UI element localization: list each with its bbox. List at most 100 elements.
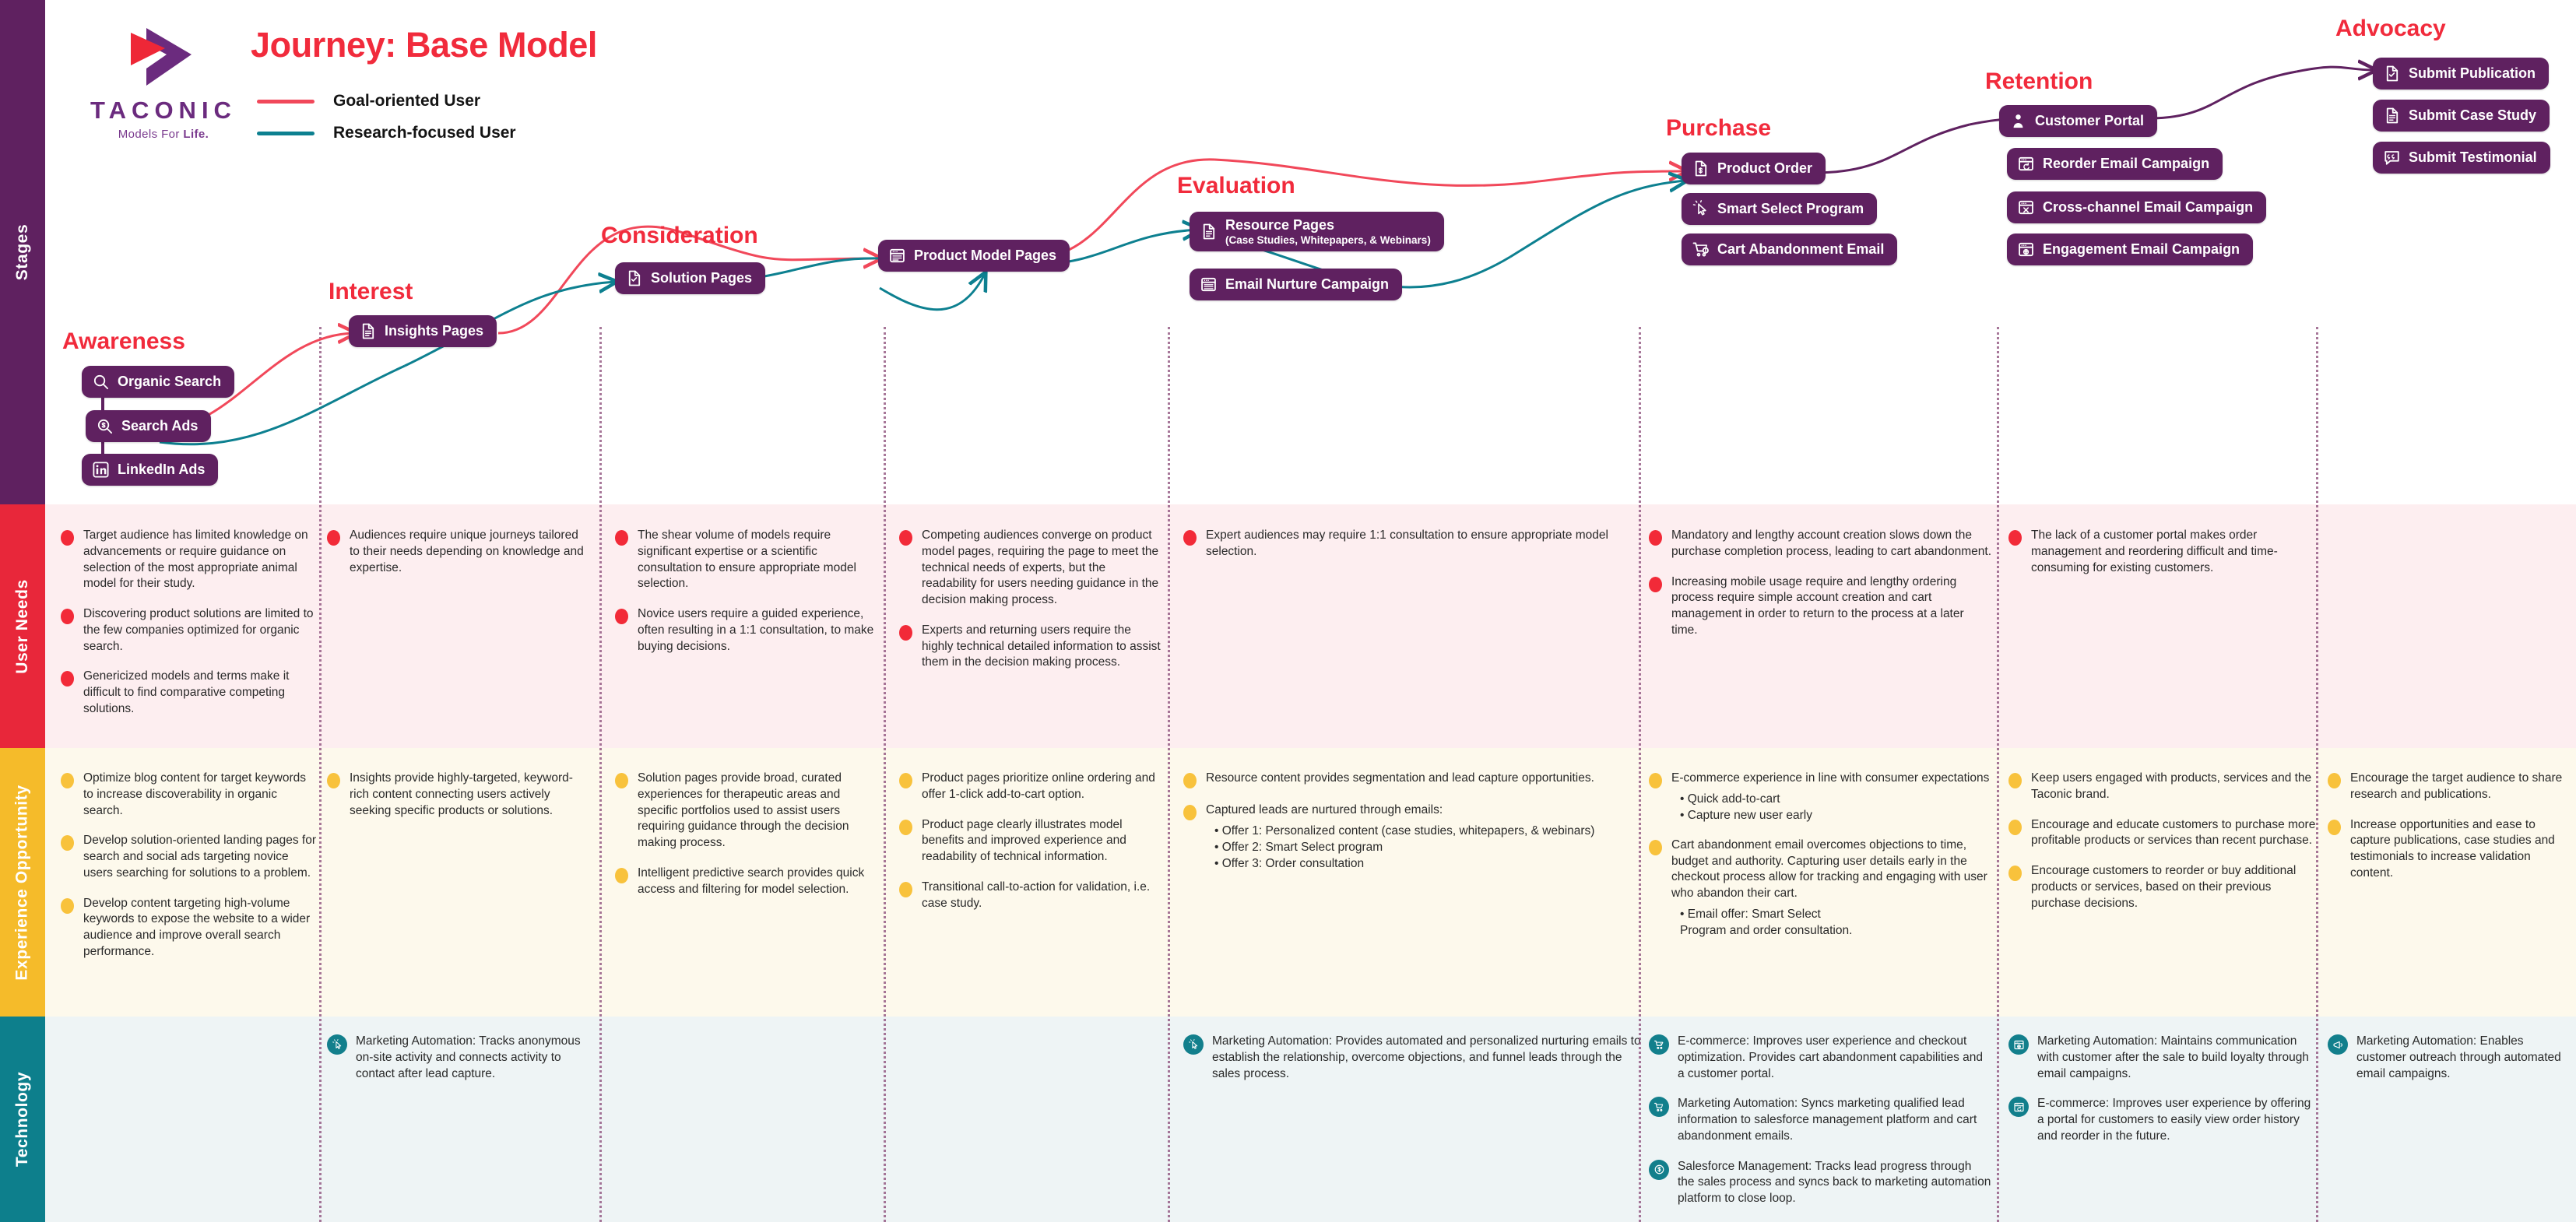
stage-title-interest: Interest: [329, 279, 413, 304]
experience-opportunity-text: Keep users engaged with products, servic…: [2031, 771, 2312, 801]
user-need-item: Experts and returning users require the …: [899, 623, 1164, 671]
technology-text: Salesforce Management: Tracks lead progr…: [1678, 1159, 1991, 1206]
journey-node-submit-testimonial[interactable]: Submit Testimonial: [2373, 142, 2550, 174]
experience-opportunity-column-6: E-commerce experience in line with consu…: [1649, 771, 1991, 939]
stage-title-evaluation: Evaluation: [1177, 173, 1295, 198]
user-need-item: The shear volume of models require signi…: [615, 528, 880, 592]
bullet-dot-icon: [2008, 866, 2022, 882]
experience-opportunity-item: Solution pages provide broad, curated ex…: [615, 771, 880, 852]
stage-rail: Stages User Needs Experience Opportunity…: [0, 0, 45, 1222]
user-need-text: Discovering product solutions are limite…: [83, 607, 314, 653]
experience-opportunity-column-2: Insights provide highly-targeted, keywor…: [327, 771, 584, 819]
user-need-item: Discovering product solutions are limite…: [61, 606, 318, 655]
journey-node-label: Cross-channel Email Campaign: [2043, 199, 2254, 215]
experience-opportunity-text: Insights provide highly-targeted, keywor…: [350, 771, 573, 817]
experience-opportunity-subitem: • Offer 3: Order consultation: [1214, 856, 1365, 870]
email-window-icon: [1200, 276, 1218, 293]
journey-node-resource-pages[interactable]: Resource Pages(Case Studies, Whitepapers…: [1190, 212, 1444, 251]
technology-column-6: E-commerce: Improves user experience and…: [1649, 1034, 1991, 1207]
technology-text: E-commerce: Improves user experience by …: [2037, 1097, 2311, 1143]
technology-text: Marketing Automation: Enables customer o…: [2356, 1034, 2561, 1080]
journey-node-label: LinkedIn Ads: [118, 462, 206, 477]
bullet-dot-icon: [1649, 576, 1662, 592]
experience-opportunity-subitem: • Offer 2: Smart Select program: [1214, 840, 1383, 854]
technology-item: Marketing Automation: Tracks anonymous o…: [327, 1034, 584, 1082]
bullet-dot-icon: [899, 530, 912, 546]
stage-title-advocacy: Advocacy: [2335, 16, 2446, 41]
experience-opportunity-item: Develop solution-oriented landing pages …: [61, 833, 318, 881]
journey-node-search-ads[interactable]: Search Ads: [86, 410, 212, 442]
rail-label-user-needs: User Needs: [0, 504, 45, 748]
quote-bubble-icon: [2383, 149, 2401, 167]
rail-text-technology: Technology: [13, 1071, 31, 1168]
journey-node-insights-pages[interactable]: Insights Pages: [349, 315, 497, 347]
journey-node-linkedin-ads[interactable]: LinkedIn Ads: [82, 454, 219, 486]
experience-opportunity-text: Captured leads are nurtured through emai…: [1206, 803, 1443, 816]
cursor-click-icon: [327, 1034, 347, 1055]
megaphone-icon: [2328, 1034, 2348, 1055]
experience-opportunity-column-4: Product pages prioritize online ordering…: [899, 771, 1164, 911]
bullet-dot-icon: [2008, 530, 2022, 546]
user-need-item: The lack of a customer portal makes orde…: [2008, 528, 2320, 576]
journey-node-email-nurture-campaign[interactable]: Email Nurture Campaign: [1190, 269, 1403, 300]
bullet-dot-icon: [2008, 819, 2022, 835]
column-separator-2: [599, 327, 602, 1222]
journey-node-smart-select-program[interactable]: Smart Select Program: [1682, 193, 1878, 225]
experience-opportunity-column-8: Encourage the target audience to share r…: [2328, 771, 2569, 882]
journey-node-label: Customer Portal: [2035, 113, 2145, 128]
experience-opportunity-column-3: Solution pages provide broad, curated ex…: [615, 771, 880, 897]
experience-opportunity-text: Develop content targeting high-volume ke…: [83, 896, 311, 958]
rail-text-user-needs: User Needs: [13, 578, 31, 674]
experience-opportunity-text: Product pages prioritize online ordering…: [922, 771, 1155, 801]
experience-opportunity-column-5: Resource content provides segmentation a…: [1183, 771, 1650, 872]
journey-node-label: Smart Select Program: [1717, 201, 1864, 216]
bullet-dot-icon: [615, 609, 628, 625]
user-need-text: Expert audiences may require 1:1 consult…: [1206, 528, 1608, 558]
journey-node-product-model-pages[interactable]: Product Model Pages: [878, 240, 1070, 272]
technology-column-7: Marketing Automation: Maintains communic…: [2008, 1034, 2320, 1145]
journey-node-label: Organic Search: [118, 374, 222, 389]
experience-opportunity-text: Transitional call-to-action for validati…: [922, 880, 1151, 910]
technology-item: Salesforce Management: Tracks lead progr…: [1649, 1159, 1991, 1207]
technology-item: E-commerce: Improves user experience and…: [1649, 1034, 1991, 1082]
experience-opportunity-text: Develop solution-oriented landing pages …: [83, 834, 317, 880]
experience-opportunity-text: Encourage and educate customers to purch…: [2031, 817, 2316, 848]
bullet-dot-icon: [1183, 805, 1197, 820]
user-need-item: Novice users require a guided experience…: [615, 606, 880, 655]
user-needs-column-6: Mandatory and lengthy account creation s…: [1649, 528, 1991, 639]
journey-node-label: Product Order: [1717, 160, 1813, 176]
experience-opportunity-text: Encourage customers to reorder or buy ad…: [2031, 864, 2297, 910]
column-separator-6: [1997, 327, 1999, 1222]
experience-opportunity-item: Insights provide highly-targeted, keywor…: [327, 771, 584, 819]
journey-node-submit-case-study[interactable]: Submit Case Study: [2373, 100, 2550, 132]
bullet-dot-icon: [2328, 819, 2341, 835]
technology-text: Marketing Automation: Tracks anonymous o…: [356, 1034, 581, 1080]
email-cross-icon: [2017, 198, 2035, 216]
journey-node-sublabel: (Case Studies, Whitepapers, & Webinars): [1225, 234, 1431, 246]
cart-icon: [1649, 1097, 1669, 1118]
journey-node-engagement-email-campaign[interactable]: Engagement Email Campaign: [2007, 234, 2254, 265]
bullet-dot-icon: [61, 609, 74, 625]
journey-node-product-order[interactable]: Product Order: [1682, 153, 1826, 184]
journey-node-cart-abandonment-email[interactable]: Cart Abandonment Email: [1682, 234, 1898, 265]
bullet-dot-icon: [61, 897, 74, 914]
column-separator-5: [1639, 327, 1641, 1222]
browser-window-icon: [888, 247, 906, 265]
technology-item: Marketing Automation: Enables customer o…: [2328, 1034, 2569, 1082]
experience-opportunity-subitem: • Offer 1: Personalized content (case st…: [1214, 823, 1595, 837]
technology-item: Marketing Automation: Maintains communic…: [2008, 1034, 2320, 1082]
journey-node-solution-pages[interactable]: Solution Pages: [615, 262, 766, 294]
journey-node-submit-publication[interactable]: Submit Publication: [2373, 58, 2550, 90]
journey-node-organic-search[interactable]: Organic Search: [82, 366, 235, 398]
stage-title-consideration: Consideration: [601, 223, 758, 248]
user-need-item: Competing audiences converge on product …: [899, 528, 1164, 609]
document-check-icon: [625, 269, 643, 287]
journey-node-cross-channel-email-campaign[interactable]: Cross-channel Email Campaign: [2007, 191, 2267, 223]
brand-logo: TACONIC Models For Life.: [74, 23, 253, 141]
journey-node-reorder-email-campaign[interactable]: Reorder Email Campaign: [2007, 148, 2223, 180]
experience-opportunity-item: Encourage the target audience to share r…: [2328, 771, 2569, 803]
user-icon: [2009, 112, 2027, 130]
experience-opportunity-item: Captured leads are nurtured through emai…: [1183, 802, 1650, 872]
experience-opportunity-text: Cart abandonment email overcomes objecti…: [1671, 837, 1987, 901]
journey-node-customer-portal[interactable]: Customer Portal: [1999, 105, 2158, 137]
